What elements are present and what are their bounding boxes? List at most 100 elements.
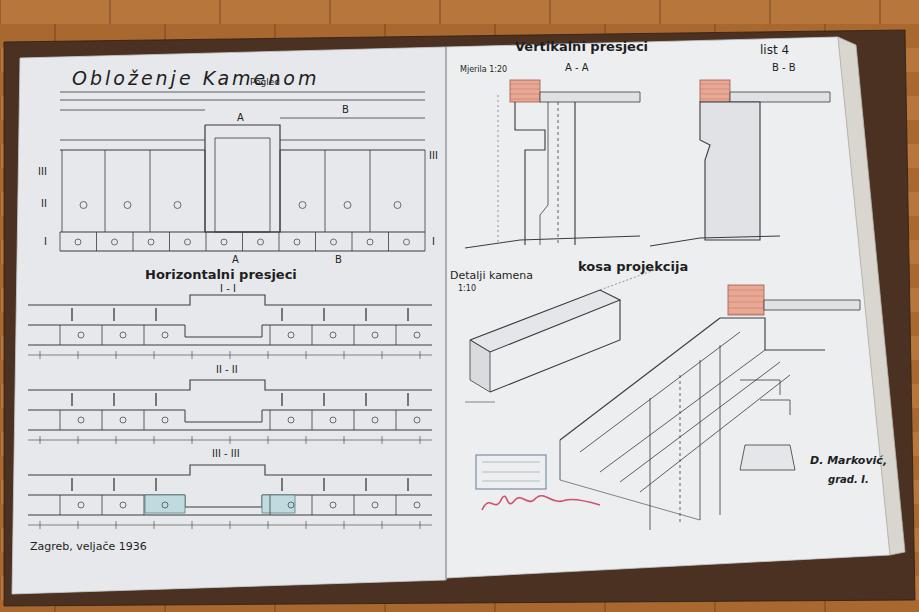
drawing-line — [280, 140, 425, 141]
drawing-line — [425, 232, 426, 251]
dimension-tick — [420, 436, 421, 444]
drawing-line — [312, 325, 313, 345]
parquet-strip — [0, 0, 919, 24]
dimension-tick — [420, 351, 421, 359]
drawing-line — [425, 150, 426, 232]
parquet-seam — [220, 0, 221, 24]
drawing-line — [133, 232, 134, 251]
ceiling-slab — [540, 92, 640, 102]
drawing-line — [560, 318, 720, 440]
drawing-line — [352, 232, 353, 251]
wall-line — [28, 344, 432, 345]
callout-circle — [344, 202, 351, 209]
drawing-line — [388, 232, 389, 251]
parquet-seam — [110, 0, 111, 24]
parquet-seam — [0, 48, 1, 72]
dimension-tick — [344, 436, 345, 444]
drawing-line — [105, 150, 106, 232]
stone-block — [470, 340, 490, 392]
parquet-seam — [715, 600, 716, 612]
callout-circle — [80, 202, 87, 209]
dimension-tick — [40, 351, 41, 359]
drawing-line — [580, 332, 740, 452]
book-gutter — [445, 47, 447, 580]
section-outline — [28, 465, 432, 475]
callout-circle — [112, 239, 118, 245]
drawing-label: III - III — [212, 448, 240, 459]
callout-circle — [414, 332, 420, 338]
drawing-label: B - B — [772, 62, 796, 73]
parquet-seam — [330, 0, 331, 24]
portal-opening — [215, 138, 270, 232]
drawing-label: I — [432, 236, 435, 247]
wall-line — [28, 429, 432, 430]
drawing-line — [315, 232, 316, 251]
dimension-tick — [40, 436, 41, 444]
callout-circle — [120, 332, 126, 338]
anchor-mark — [407, 308, 408, 321]
section-fill — [145, 495, 185, 513]
parquet-seam — [880, 0, 881, 24]
callout-circle — [330, 417, 336, 423]
drawing-line — [354, 410, 355, 430]
signature-text: Zagreb, veljače 1936 — [30, 541, 147, 553]
callout-circle — [330, 332, 336, 338]
ceiling-slab — [764, 300, 860, 310]
dimension-tick — [192, 351, 193, 359]
drawing-line — [102, 325, 103, 345]
anchor-mark — [113, 393, 114, 406]
callout-circle — [174, 202, 181, 209]
drawing-label: A - A — [565, 62, 589, 73]
drawing-line — [280, 118, 425, 119]
parquet-seam — [0, 240, 1, 264]
callout-circle — [162, 332, 168, 338]
brick-joint — [700, 89, 730, 90]
dimension-tick — [230, 351, 231, 359]
anchor-mark — [71, 478, 72, 491]
callout-circle — [162, 417, 168, 423]
drawing-label: Detalji kamena — [450, 270, 533, 282]
drawing-line — [169, 232, 170, 251]
anchor-mark — [155, 308, 156, 321]
callout-circle — [258, 239, 264, 245]
stamp-line — [482, 472, 540, 473]
parquet-seam — [0, 480, 1, 504]
ceiling-slab — [730, 92, 830, 102]
brick-joint — [728, 290, 764, 291]
callout-circle — [299, 202, 306, 209]
drawing-label: B — [335, 254, 342, 265]
drawing-line — [490, 300, 620, 392]
drawing-line — [96, 232, 97, 251]
parquet-seam — [440, 0, 441, 24]
dimension-tick — [154, 351, 155, 359]
anchor-mark — [281, 478, 282, 491]
parquet-seam — [0, 192, 1, 216]
drawing-line — [540, 102, 548, 245]
drawing-label: I — [44, 236, 47, 247]
brick-joint — [510, 84, 540, 85]
drawing-line — [325, 150, 326, 232]
anchor-mark — [281, 393, 282, 406]
drawing-line — [270, 495, 271, 515]
anchor-mark — [113, 308, 114, 321]
stamp-line — [482, 462, 540, 463]
drawing-line — [242, 232, 243, 251]
brick-wall — [700, 80, 730, 102]
callout-circle — [124, 202, 131, 209]
drawing-line — [354, 495, 355, 515]
section-outline — [28, 410, 432, 422]
dimension-tick — [78, 436, 79, 444]
drawing-label: A — [232, 254, 239, 265]
drawing-line — [60, 410, 61, 430]
ground-curve — [465, 236, 640, 248]
parquet-seam — [0, 528, 1, 552]
parquet-seam — [0, 0, 1, 24]
signature-text: grad. I. — [828, 474, 869, 485]
dimension-tick — [306, 521, 307, 529]
drawing-line — [740, 380, 780, 395]
callout-circle — [78, 332, 84, 338]
dimension-tick — [192, 521, 193, 529]
callout-circle — [221, 239, 227, 245]
drawing-line — [760, 400, 790, 415]
brick-wall — [510, 80, 540, 102]
